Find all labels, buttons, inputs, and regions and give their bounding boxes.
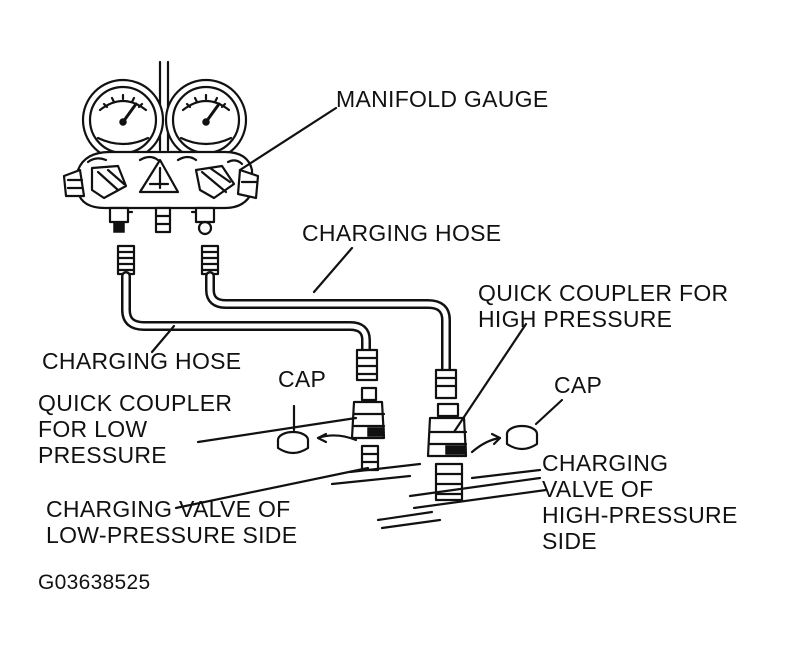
cap-label-left: CAP [278, 366, 327, 392]
high-pressure-gauge [164, 78, 248, 162]
charging-valve-low-label: CHARGING VALVE OF LOW-PRESSURE SIDE [46, 496, 298, 548]
cap-removal-arrows [316, 432, 502, 454]
quick-coupler-low-label: QUICK COUPLER FOR LOW PRESSURE [38, 390, 233, 468]
cap-label-right: CAP [554, 372, 603, 398]
low-pressure-charging-hose [116, 244, 379, 382]
low-pressure-quick-coupler [350, 386, 386, 440]
low-pressure-gauge [81, 78, 165, 162]
low-side-cap [276, 430, 310, 455]
charging-hose-label-top: CHARGING HOSE [302, 220, 502, 246]
high-pressure-charging-valve [376, 462, 548, 530]
leader-lines [150, 106, 564, 510]
charging-hose-label-left: CHARGING HOSE [42, 348, 242, 374]
quick-coupler-high-label: QUICK COUPLER FOR HIGH PRESSURE [478, 280, 729, 332]
figure-id-label: G03638525 [38, 571, 151, 594]
high-side-cap [505, 424, 539, 451]
high-pressure-quick-coupler [426, 402, 468, 458]
high-pressure-charging-hose [200, 244, 458, 400]
manifold-body [62, 150, 260, 236]
charging-valve-high-label: CHARGING VALVE OF HIGH-PRESSURE SIDE [542, 450, 738, 554]
low-pressure-charging-valve [330, 444, 422, 486]
manifold-gauge-label: MANIFOLD GAUGE [336, 86, 549, 112]
